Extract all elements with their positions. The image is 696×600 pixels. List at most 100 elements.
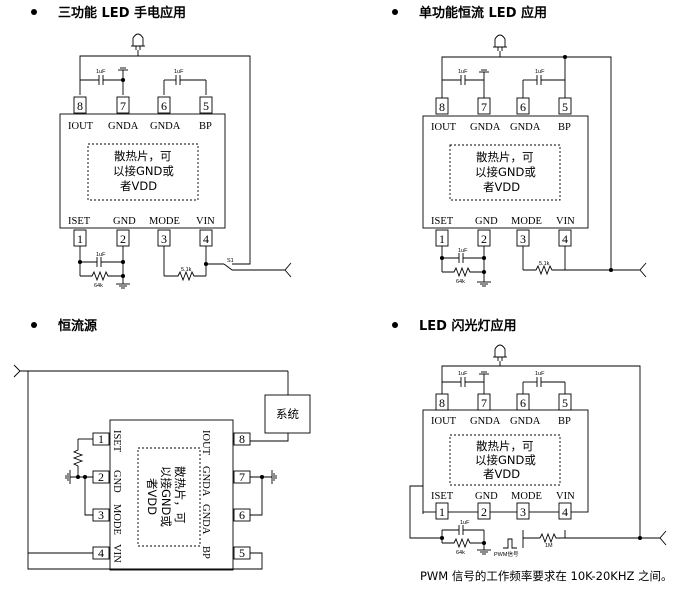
svg-text:1uF: 1uF: [458, 69, 468, 75]
svg-text:5: 5: [562, 100, 568, 114]
svg-text:GNDA: GNDA: [510, 416, 541, 427]
svg-text:VIN: VIN: [196, 216, 215, 227]
svg-text:GNDA: GNDA: [470, 416, 501, 427]
svg-text:MODE: MODE: [511, 491, 542, 502]
svg-text:1uF: 1uF: [458, 248, 468, 254]
svg-text:6: 6: [520, 396, 526, 410]
svg-text:3: 3: [98, 508, 104, 522]
svg-text:8: 8: [77, 99, 83, 113]
svg-text:者VDD: 者VDD: [483, 180, 520, 194]
title-bottom-right: LED 闪光灯应用: [392, 318, 516, 334]
svg-text:1: 1: [98, 432, 104, 446]
svg-text:4: 4: [562, 232, 568, 246]
circuit-current-source-labels: 1 2 3 4 8 7 6 5 ISET GND MODE VIN IOUT G…: [98, 407, 299, 563]
svg-text:IOUT: IOUT: [200, 430, 211, 456]
svg-text:BP: BP: [558, 122, 571, 133]
svg-text:1uF: 1uF: [174, 69, 184, 75]
svg-text:6: 6: [520, 100, 526, 114]
svg-text:以接GND或: 以接GND或: [475, 165, 536, 179]
svg-text:GND: GND: [475, 216, 498, 227]
svg-text:GND: GND: [111, 470, 122, 493]
led-icon: [493, 34, 507, 51]
svg-text:GNDA: GNDA: [200, 466, 211, 497]
svg-text:7: 7: [120, 99, 126, 113]
svg-text:GND: GND: [113, 216, 136, 227]
svg-text:恒流源: 恒流源: [58, 318, 97, 334]
title-bottom-left: 恒流源: [31, 318, 97, 334]
svg-text:IOUT: IOUT: [431, 416, 457, 427]
title-top-right: 单功能恒流 LED 应用: [392, 5, 547, 21]
svg-text:4: 4: [203, 232, 209, 246]
svg-text:者VDD: 者VDD: [120, 179, 157, 193]
svg-text:GNDA: GNDA: [108, 121, 139, 132]
svg-text:7: 7: [481, 100, 487, 114]
svg-text:散热片，可: 散热片，可: [173, 466, 187, 524]
svg-text:5: 5: [239, 546, 245, 560]
svg-text:1uF: 1uF: [460, 520, 470, 526]
svg-text:BP: BP: [558, 416, 571, 427]
svg-text:PWM信号: PWM信号: [494, 550, 519, 558]
svg-text:单功能恒流 LED 应用: 单功能恒流 LED 应用: [419, 5, 547, 21]
circuit-constant-current-pins: 8 7 6 5 1 2 3 4 IOUT GNDA GNDA BP ISET G…: [431, 69, 575, 285]
svg-text:6: 6: [161, 99, 167, 113]
svg-text:2: 2: [98, 470, 104, 484]
svg-text:GNDA: GNDA: [470, 122, 501, 133]
svg-text:散热片，可: 散热片，可: [476, 150, 534, 164]
svg-text:VIN: VIN: [556, 491, 575, 502]
svg-text:LED 闪光灯应用: LED 闪光灯应用: [419, 318, 516, 334]
svg-text:5: 5: [562, 396, 568, 410]
svg-text:GNDA: GNDA: [510, 122, 541, 133]
svg-text:IOUT: IOUT: [431, 122, 457, 133]
svg-text:2: 2: [481, 505, 487, 519]
circuit-flashlight: [59, 33, 292, 289]
svg-text:GNDA: GNDA: [200, 504, 211, 535]
svg-text:BP: BP: [200, 546, 211, 559]
title-top-left: 三功能 LED 手电应用: [31, 5, 186, 21]
svg-text:IOUT: IOUT: [68, 121, 94, 132]
svg-text:1uF: 1uF: [535, 371, 545, 377]
svg-text:64k: 64k: [94, 283, 103, 289]
svg-text:散热片，可: 散热片，可: [114, 149, 172, 163]
svg-text:系统: 系统: [276, 407, 299, 421]
svg-text:4: 4: [562, 505, 568, 519]
led-icon: [131, 33, 145, 50]
svg-text:8: 8: [439, 100, 445, 114]
svg-text:3: 3: [161, 232, 167, 246]
circuit-current-source: [13, 364, 311, 571]
svg-text:64k: 64k: [456, 550, 465, 556]
svg-text:1M: 1M: [545, 543, 553, 549]
svg-text:MODE: MODE: [149, 216, 180, 227]
svg-text:ISET: ISET: [111, 430, 122, 453]
circuit-flash: [409, 344, 667, 555]
svg-text:5.1k: 5.1k: [539, 261, 550, 267]
svg-text:VIN: VIN: [556, 216, 575, 227]
svg-text:64k: 64k: [456, 279, 465, 285]
svg-text:3: 3: [520, 232, 526, 246]
svg-text:以接GND或: 以接GND或: [159, 466, 173, 527]
circuit-flash-pins: 8 7 6 5 1 2 3 4 IOUT GNDA GNDA BP ISET G…: [420, 371, 673, 583]
svg-text:三功能 LED 手电应用: 三功能 LED 手电应用: [58, 5, 186, 21]
svg-text:MODE: MODE: [511, 216, 542, 227]
svg-text:VIN: VIN: [111, 544, 122, 563]
svg-text:GND: GND: [475, 491, 498, 502]
svg-text:GNDA: GNDA: [150, 121, 181, 132]
svg-text:1: 1: [439, 232, 445, 246]
svg-text:以接GND或: 以接GND或: [475, 453, 536, 467]
circuit-flashlight-pins: 8 7 6 5 1 2 3 4 IOUT GNDA GNDA BP ISET G…: [68, 69, 234, 289]
svg-text:3: 3: [520, 505, 526, 519]
svg-text:7: 7: [481, 396, 487, 410]
svg-text:1: 1: [77, 232, 83, 246]
svg-text:1uF: 1uF: [458, 371, 468, 377]
svg-text:S1: S1: [227, 258, 234, 264]
svg-text:散热片，可: 散热片，可: [476, 439, 534, 453]
svg-text:1: 1: [439, 505, 445, 519]
svg-text:5: 5: [203, 99, 209, 113]
svg-text:1uF: 1uF: [96, 69, 106, 75]
svg-text:者VDD: 者VDD: [483, 467, 520, 481]
svg-text:1uF: 1uF: [535, 69, 545, 75]
svg-text:ISET: ISET: [431, 216, 454, 227]
svg-text:BP: BP: [199, 121, 212, 132]
circuit-constant-current: [422, 34, 647, 287]
svg-text:者VDD: 者VDD: [145, 478, 159, 515]
